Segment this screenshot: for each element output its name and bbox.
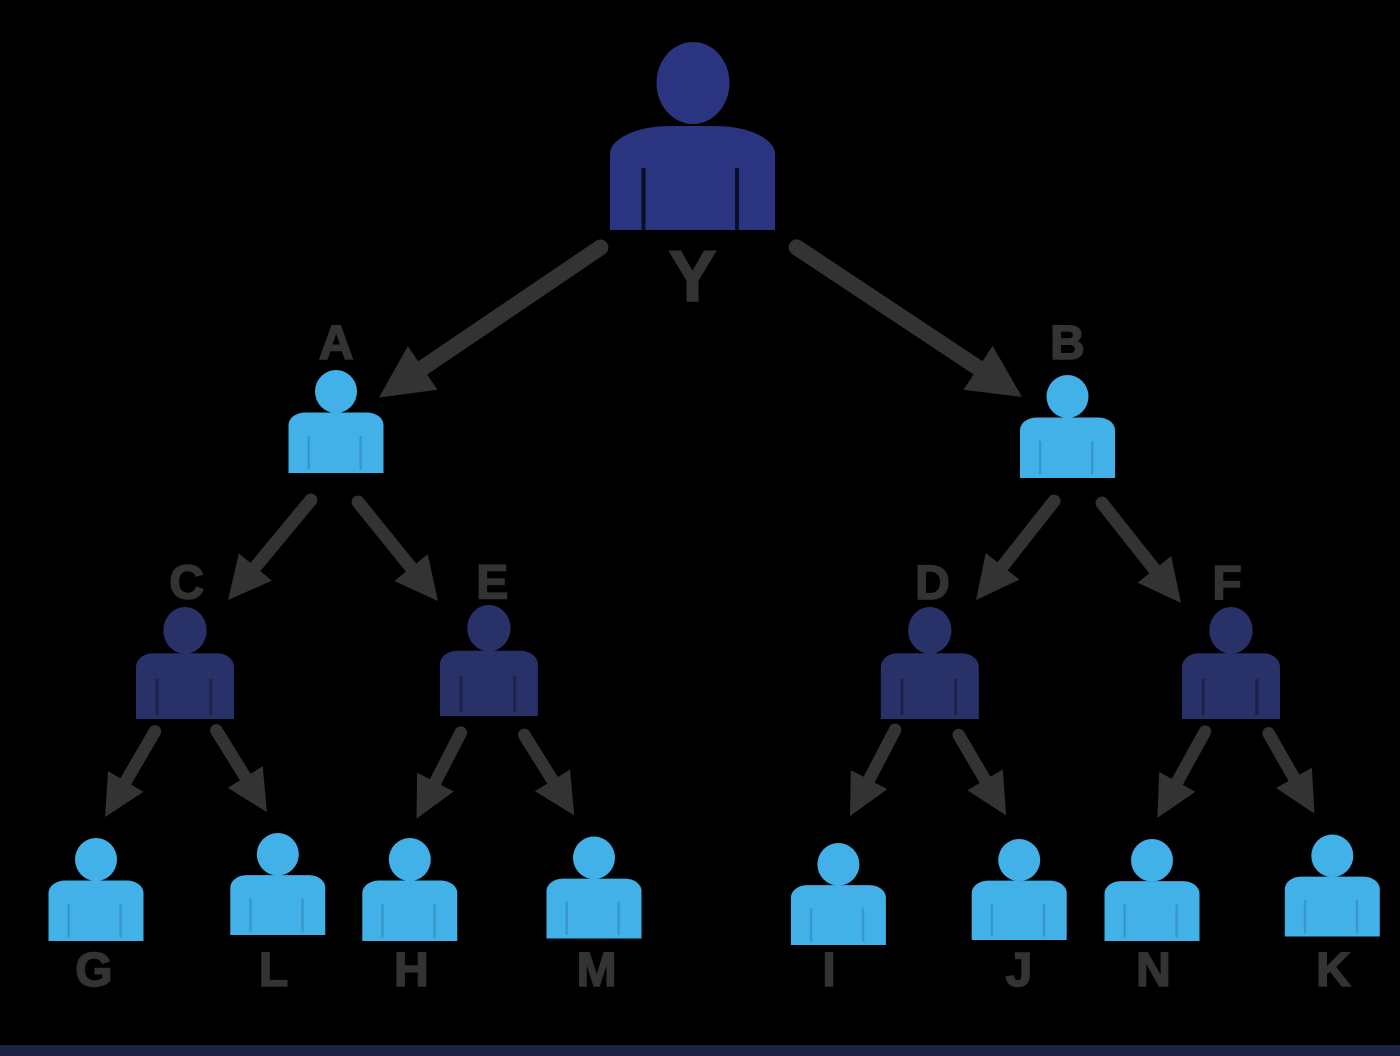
- svg-text:H: H: [394, 944, 429, 997]
- svg-text:G: G: [75, 944, 112, 997]
- svg-text:Y: Y: [668, 237, 716, 317]
- svg-text:F: F: [1212, 557, 1241, 610]
- svg-text:J: J: [1006, 944, 1033, 997]
- svg-text:E: E: [476, 557, 508, 610]
- svg-text:N: N: [1136, 944, 1171, 997]
- svg-text:A: A: [319, 317, 354, 370]
- svg-text:D: D: [915, 557, 950, 610]
- svg-text:I: I: [822, 944, 835, 997]
- svg-text:M: M: [577, 944, 617, 997]
- svg-text:K: K: [1316, 944, 1351, 997]
- svg-text:L: L: [259, 944, 288, 997]
- svg-text:B: B: [1050, 317, 1085, 370]
- svg-text:C: C: [169, 557, 204, 610]
